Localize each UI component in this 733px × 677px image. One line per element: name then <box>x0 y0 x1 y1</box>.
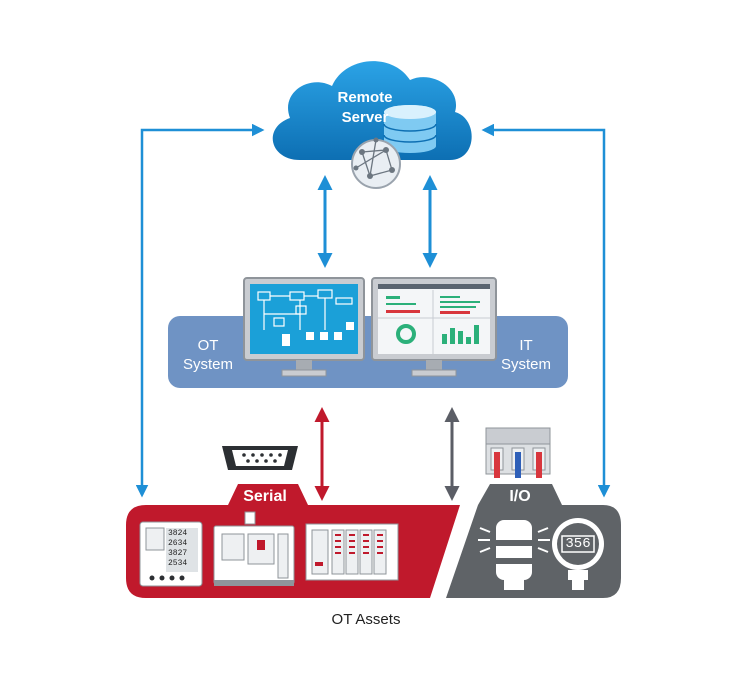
it-system-line1: IT <box>519 337 533 354</box>
terminal-block-icon <box>485 427 551 478</box>
power-meter-icon <box>139 521 203 587</box>
it-system-line2: System <box>500 356 551 373</box>
plc-rack-icon <box>305 523 399 581</box>
database-icon <box>383 105 437 153</box>
right-connector-arrow <box>481 123 611 498</box>
meter-reading-4: 2534 <box>168 559 188 568</box>
digital-gauge-icon <box>552 518 604 590</box>
remote-server-line1: Remote <box>337 89 393 106</box>
meter-reading-2: 2634 <box>168 539 188 548</box>
it-monitor <box>371 277 497 377</box>
meter-reading-1: 3824 <box>168 529 188 538</box>
stack-light-icon <box>478 520 550 590</box>
ot-assets-caption: OT Assets <box>331 611 401 628</box>
io-label: I/O <box>509 488 531 505</box>
it-system-label: IT System <box>486 336 566 374</box>
serial-connector-icon <box>222 446 298 470</box>
ot-monitor <box>243 277 365 377</box>
serial-label: Serial <box>243 488 287 505</box>
ot-system-line1: OT <box>197 337 219 354</box>
network-globe-icon <box>351 137 401 189</box>
remote-server-label: Remote Server <box>300 88 430 128</box>
cnc-machine-icon <box>213 511 295 586</box>
ot-system-line2: System <box>182 356 233 373</box>
left-connector-arrow <box>135 123 265 498</box>
remote-server-line2: Server <box>341 109 389 126</box>
ot-system-label: OT System <box>168 336 248 374</box>
meter-reading-3: 3827 <box>168 549 188 558</box>
gauge-reading: 356 <box>565 536 591 552</box>
